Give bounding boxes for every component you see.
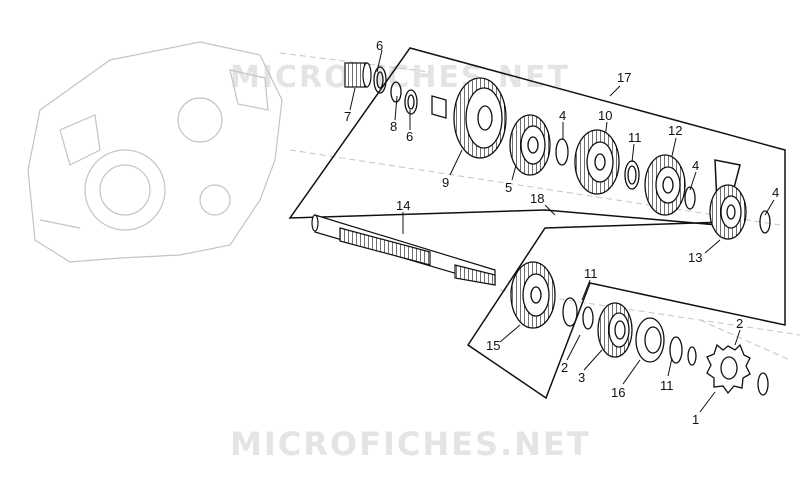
main-shaft-14 — [311, 214, 496, 286]
gear-13 — [709, 184, 747, 240]
label-4b: 4 — [692, 158, 699, 173]
label-10: 10 — [598, 108, 612, 123]
label-6a: 6 — [376, 38, 383, 53]
sprocket-1 — [706, 343, 751, 395]
label-5: 5 — [505, 180, 512, 195]
label-18: 18 — [530, 191, 544, 206]
washers-lower — [562, 297, 769, 396]
label-4c: 4 — [772, 185, 779, 200]
label-2b: 2 — [561, 360, 568, 375]
label-8: 8 — [390, 119, 397, 134]
label-11a: 11 — [628, 130, 642, 145]
gear-12 — [644, 154, 686, 216]
label-17: 17 — [617, 70, 631, 85]
label-9: 9 — [442, 175, 449, 190]
label-12: 12 — [668, 123, 682, 138]
leader-lines — [349, 49, 775, 413]
label-11c: 11 — [660, 378, 674, 393]
callout-labels: 6 7 8 6 17 9 5 4 10 11 12 4 4 18 14 13 1… — [344, 38, 779, 427]
label-11b: 11 — [584, 266, 598, 281]
label-13: 13 — [688, 250, 702, 265]
label-2a: 2 — [736, 316, 743, 331]
watermark-top: MICROFICHES.NET — [230, 60, 570, 95]
ball-bearing-3 — [597, 302, 633, 358]
label-1: 1 — [692, 412, 699, 427]
gear-5 — [509, 114, 551, 176]
label-7: 7 — [344, 109, 351, 124]
watermark-bottom: MICROFICHES.NET — [230, 425, 591, 463]
washers-upper — [373, 66, 771, 234]
label-3: 3 — [578, 370, 585, 385]
gear-15 — [510, 261, 556, 329]
oil-seal-16 — [635, 317, 665, 363]
label-16: 16 — [611, 385, 625, 400]
group-outline-17 — [288, 47, 786, 400]
gear-10 — [574, 129, 620, 195]
label-6b: 6 — [406, 129, 413, 144]
label-14: 14 — [396, 198, 410, 213]
label-4a: 4 — [559, 108, 566, 123]
needle-bearing-7 — [344, 62, 372, 88]
gear-9 — [453, 77, 507, 159]
label-15: 15 — [486, 338, 500, 353]
crankcase-ghost — [27, 41, 283, 263]
